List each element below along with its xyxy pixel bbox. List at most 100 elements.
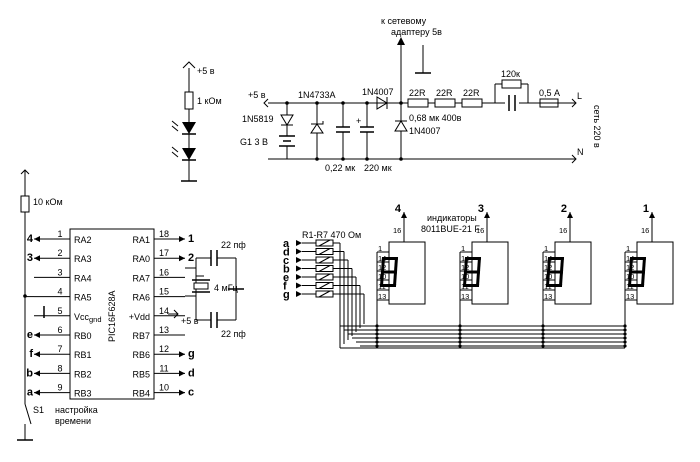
mcu-pin-name: Vccgnd <box>74 312 102 324</box>
segment-input-label: a <box>283 238 290 250</box>
mcu-pin-name: RA6 <box>132 293 150 303</box>
r3-label: 22R <box>463 88 480 98</box>
mcu-pin-num: 16 <box>159 267 169 277</box>
cap-polarity: + <box>356 116 361 126</box>
mcu-pin-num: 11 <box>159 363 168 373</box>
mcu-pin-num: 14 <box>159 306 169 316</box>
mcu-pin-name: RB1 <box>74 350 92 360</box>
schottky-label: 1N5819 <box>242 114 274 124</box>
indicator-pin-num: 11 <box>544 282 552 291</box>
mcu-net-label: 4 <box>27 233 34 245</box>
segment-input-label: f <box>283 281 287 293</box>
mcu-pin-name: RA3 <box>74 254 92 264</box>
indicator-pin-num: 16 <box>393 226 401 235</box>
indicator-pin-num: 16 <box>476 226 484 235</box>
mcu-pin-name: RA4 <box>74 273 92 283</box>
mcu-pin-name: RA0 <box>132 254 150 264</box>
segment-input-label: b <box>283 264 290 276</box>
indicator-pin-num: 13 <box>544 292 552 301</box>
vdd-supply-label: +5 в <box>181 316 199 326</box>
indicator-pin-num: 10 <box>461 272 469 281</box>
diode-a-label: 1N4007 <box>362 87 394 97</box>
mcu-pin-name: RA7 <box>132 273 150 283</box>
display-section: R1-R7 470 Ом индикаторы 8011BUE-21 F adc… <box>283 203 674 349</box>
mcu-pin-name: RB4 <box>132 389 150 399</box>
indicator-pin-num: 12 <box>626 263 634 272</box>
led-2-icon <box>182 148 196 160</box>
mcu-pin-num: 13 <box>159 325 169 335</box>
mcu-net-label: 2 <box>188 252 194 264</box>
mcu-pin-name: RB0 <box>74 331 92 341</box>
resistor-array-label: R1-R7 470 Ом <box>302 230 361 240</box>
mcu-pin-num: 10 <box>159 383 169 393</box>
mcu-part: PIC16F628A <box>107 290 117 342</box>
pullup-label: 10 кОм <box>33 197 63 207</box>
mcu-pin-num: 5 <box>57 306 62 316</box>
mcu-net-label: 1 <box>188 233 194 245</box>
mcu-chip <box>69 228 155 400</box>
segment-input-label: c <box>283 255 289 267</box>
indicator-pin-num: 14 <box>378 254 386 263</box>
indicator-pin-num: 1 <box>626 244 630 253</box>
mcu-pin-name: +Vdd <box>129 312 150 322</box>
led-branch: +5 в 1 кОм <box>171 61 222 182</box>
digit-number: 1 <box>643 203 649 215</box>
adapter-label-1: к сетевому <box>381 16 427 26</box>
switch-ref: S1 <box>33 405 44 415</box>
mcu-pin-num: 6 <box>57 325 62 335</box>
indicator-pin-num: 11 <box>378 282 386 291</box>
switch-label-2: времени <box>55 416 91 426</box>
indicator-pin-num: 1 <box>461 244 465 253</box>
indicator-pin-num: 10 <box>626 272 634 281</box>
indicator-pin-num: 14 <box>626 254 634 263</box>
indicator-pin-num: 13 <box>378 292 386 301</box>
mcu-pin-num: 15 <box>159 287 169 297</box>
led-1-icon <box>182 122 196 134</box>
mains-label: сеть 220 в <box>592 105 602 148</box>
cap-220-label: 220 мк <box>364 163 392 173</box>
fuse-label: 0,5 А <box>539 88 560 98</box>
mcu-net-label: a <box>27 387 34 399</box>
mcu-pin-num: 2 <box>57 248 62 258</box>
indicator-pin-num: 16 <box>559 226 567 235</box>
indicator-pin-num: 14 <box>461 254 469 263</box>
segment-input-label: d <box>283 247 290 259</box>
mcu-pin-num: 8 <box>57 363 62 373</box>
indicator-pin-num: 1 <box>378 244 382 253</box>
indicator-label-2: 8011BUE-21 F <box>421 224 480 234</box>
digit-number: 4 <box>395 203 402 215</box>
mcu-pin-name: RA2 <box>74 235 92 245</box>
mcu-pin-name: RB7 <box>132 331 150 341</box>
mcu-pin-name: RB3 <box>74 389 92 399</box>
indicator-pin-num: 12 <box>461 263 469 272</box>
line-n-label: N <box>577 147 584 157</box>
indicator-pin-num: 13 <box>626 292 634 301</box>
mcu-pin-name: RA5 <box>74 293 92 303</box>
mcu-net-label: b <box>26 367 33 379</box>
indicator-pin-num: 10 <box>378 272 386 281</box>
r1-label: 22R <box>409 88 426 98</box>
cap-022-label: 0,22 мк <box>325 163 355 173</box>
mcu-net-label: e <box>27 329 33 341</box>
mcu-pin-num: 17 <box>159 248 169 258</box>
mcu-pin-name: RB6 <box>132 350 150 360</box>
segment-input-label: g <box>283 289 290 301</box>
mcu-pin-name: RB2 <box>74 369 92 379</box>
indicator-pin-num: 1 <box>544 244 548 253</box>
r2-label: 22R <box>436 88 453 98</box>
switch-label-1: настройка <box>55 405 98 415</box>
battery-label: G1 3 В <box>240 137 268 147</box>
line-l-label: L <box>577 91 582 101</box>
indicator-pin-num: 12 <box>544 263 552 272</box>
mcu-net-label: d <box>188 367 195 379</box>
indicator-label-1: индикаторы <box>427 213 477 223</box>
mcu-pin-num: 18 <box>159 229 169 239</box>
cap-osc-bot-label: 22 пф <box>221 329 246 339</box>
mcu-pin-num: 3 <box>57 267 62 277</box>
mcu-net-label: c <box>188 387 194 399</box>
